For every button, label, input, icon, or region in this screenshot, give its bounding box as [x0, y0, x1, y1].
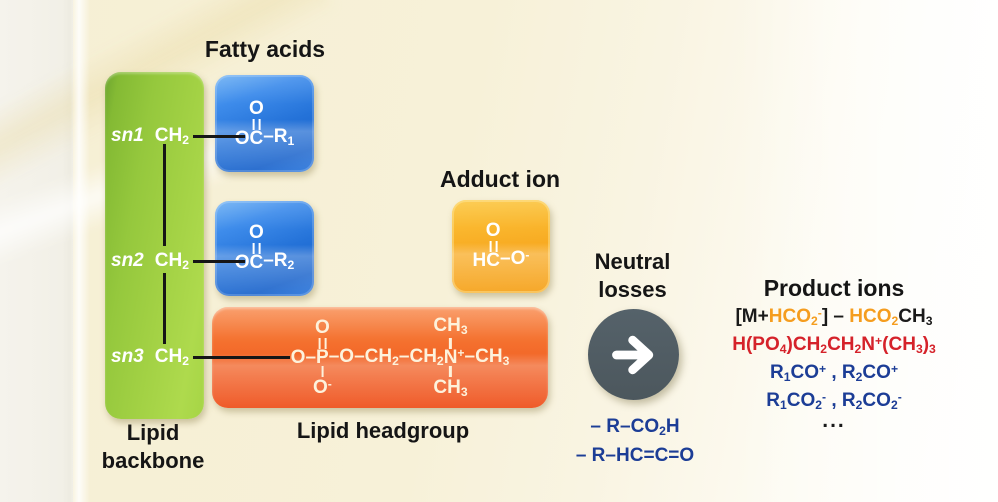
page-edge-highlight [70, 0, 90, 502]
n-methyl-top: CH3 [433, 315, 468, 350]
sn2-row: sn2 CH2 [111, 250, 189, 273]
atom-o: O [234, 252, 250, 273]
carbonyl-group: O [249, 99, 264, 131]
lipid-backbone-label: Lipid backbone [77, 419, 229, 475]
double-bond [252, 243, 261, 254]
lipid-backbone-box [105, 72, 204, 419]
single-bond [321, 366, 324, 377]
sn1-label: sn1 [111, 125, 144, 146]
sn2-label: sn2 [111, 250, 144, 271]
double-bond [489, 241, 498, 252]
sn1-row: sn1 CH2 [111, 125, 189, 148]
atom-carbonyl-o: O [248, 222, 264, 243]
glycerophospho-chain: –O–CH2–CH2 [328, 346, 444, 369]
lipid-backbone-label-line2: backbone [101, 448, 205, 473]
atom-r1: –R1 [263, 126, 295, 149]
neutral-loss-line-1: – R–CO2H [590, 416, 680, 439]
n-methyl-bottom: CH3 [433, 365, 468, 400]
neutral-loss-line-2: – R–HC=C=O [575, 445, 695, 466]
phosphate-double-bond-o: O [315, 318, 330, 350]
backbone-bond [163, 144, 166, 246]
atom-c: C [486, 250, 501, 271]
sn3-label: sn3 [111, 346, 144, 367]
atom-ch3: CH3 [433, 377, 468, 400]
neutral-losses-title: Neutral losses [545, 248, 720, 304]
product-ion-ellipsis: ... [822, 409, 846, 432]
sn1-ester-bond [193, 135, 245, 138]
fatty-acids-title: Fatty acids [204, 36, 326, 62]
atom-o: O [314, 317, 330, 338]
lipid-backbone-label-line1: Lipid [126, 420, 180, 445]
sn3-row: sn3 CH2 [111, 346, 189, 369]
atom-carbonyl-o: O [485, 220, 501, 241]
atom-n: N [443, 347, 458, 368]
atom-p: P [316, 347, 329, 368]
product-ion-line-3: R1CO+ , R2CO+ [769, 361, 899, 385]
atom-o: O [234, 128, 250, 149]
carbonyl-group: O [486, 221, 501, 253]
sn1-ch2-group: CH2 [154, 125, 189, 148]
lipid-headgroup-label: Lipid headgroup [296, 418, 470, 443]
backbone-bond [163, 273, 166, 344]
atom-o-minus: –O- [500, 247, 530, 269]
atom-ch3: CH3 [433, 315, 468, 338]
neutral-losses-title-line1: Neutral [594, 249, 671, 274]
page-left-margin [0, 0, 73, 502]
sn3-phosphate-bond [193, 356, 290, 359]
single-bond [449, 338, 452, 349]
atom-h: H [472, 250, 487, 271]
atom-n-methyl: +–CH3 [457, 345, 510, 369]
atom-o: O– [290, 347, 317, 368]
atom-c: C [249, 128, 264, 149]
product-ion-line-2: H(PO4)CH2CH2N+(CH3)3 [732, 333, 936, 357]
product-ion-line-4: R1CO2- , R2CO2- [766, 389, 902, 413]
right-arrow-icon [611, 335, 653, 374]
fragmentation-arrow-badge [588, 309, 679, 400]
carbonyl-group: O [249, 223, 264, 255]
adduct-ion-title: Adduct ion [439, 166, 561, 192]
atom-carbonyl-o: O [248, 98, 264, 119]
double-bond [252, 119, 261, 130]
atom-o-minus: O- [312, 376, 332, 398]
neutral-losses-title-line2: losses [598, 277, 667, 302]
sn2-ester-bond [193, 260, 245, 263]
sn2-ch2-group: CH2 [154, 250, 189, 273]
background-right-fade [738, 0, 998, 502]
sn3-ch2-group: CH2 [154, 346, 189, 369]
atom-c: C [249, 252, 264, 273]
atom-r2: –R2 [263, 250, 295, 273]
single-bond [449, 366, 452, 377]
product-ions-title: Product ions [763, 275, 905, 301]
phosphate-o-minus: O- [313, 365, 332, 399]
product-ion-line-1: [M+HCO2-] – HCO2CH3 [735, 305, 933, 329]
double-bond [318, 338, 327, 349]
